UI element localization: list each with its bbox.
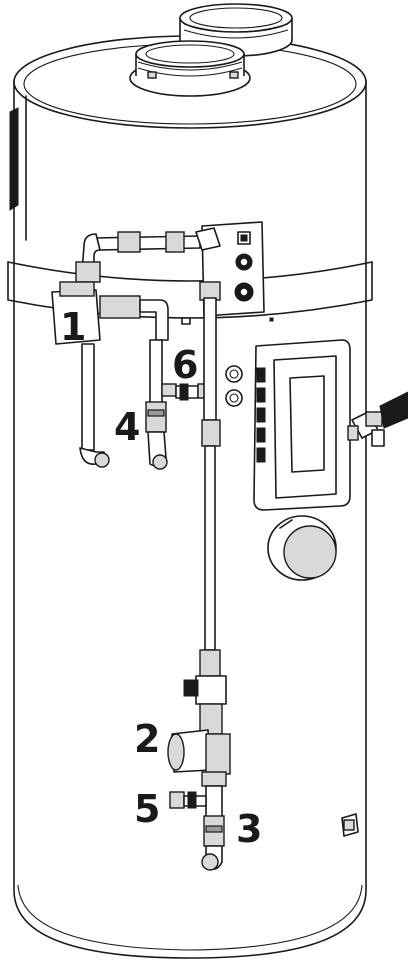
mounting-dots (181, 317, 274, 325)
fitting-2 (167, 729, 231, 787)
pipework-upper (51, 227, 221, 468)
side-outlet-valve (347, 391, 408, 447)
callout-2: 2 (134, 717, 160, 761)
callout-3: 3 (236, 807, 262, 851)
callout-1: 1 (60, 305, 86, 349)
pipework-vertical-main (183, 281, 227, 735)
control-panel (253, 339, 351, 511)
pipework-valve-4 (145, 339, 168, 470)
round-access-cover (267, 515, 337, 581)
sensor-ports (225, 365, 243, 407)
pipework-lower (169, 785, 225, 871)
tank-side-fitting (341, 813, 359, 837)
duct-spigot-front (129, 40, 251, 97)
callout-4: 4 (114, 405, 140, 449)
valve-6 (161, 383, 207, 401)
callout-6: 6 (172, 343, 198, 387)
callout-5: 5 (134, 787, 160, 831)
